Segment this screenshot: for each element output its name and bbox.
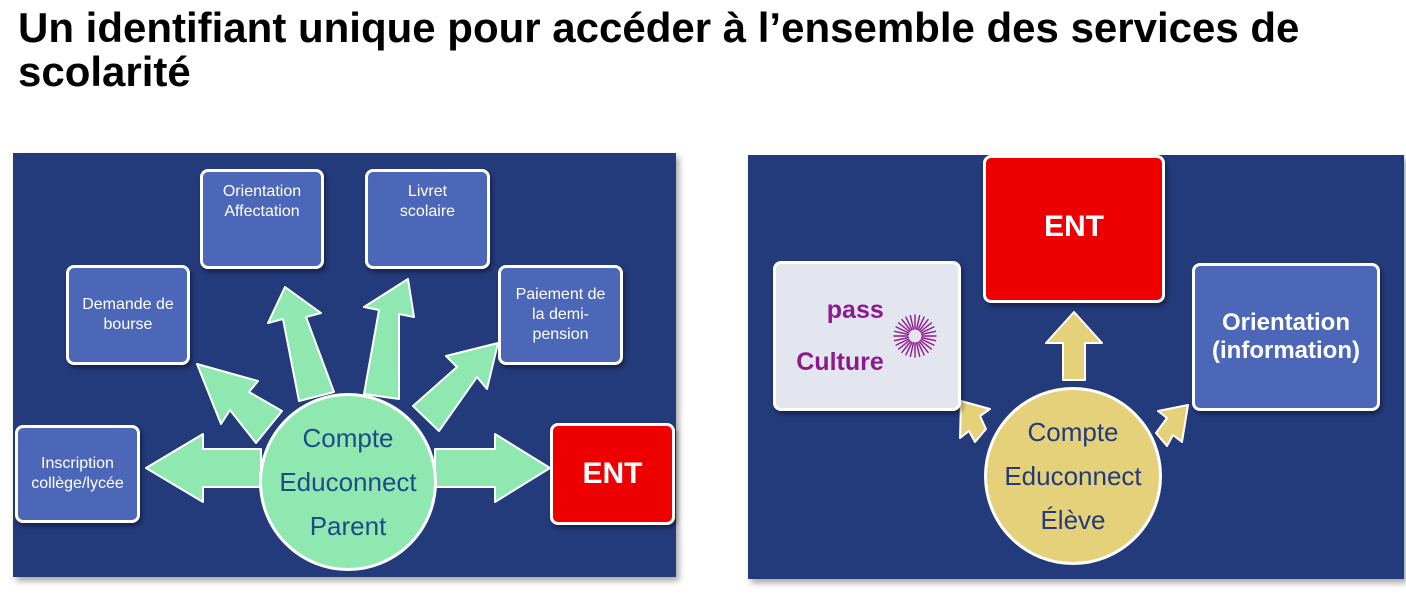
orientation-label: Orientation Affectation: [222, 183, 302, 220]
pass-culture-box: pass Culture: [773, 261, 961, 411]
page-title: Un identifiant unique pour accéder à l’e…: [18, 4, 1300, 95]
arrow-to-livret: [363, 278, 415, 400]
pass-culture-logo: pass Culture: [796, 271, 938, 401]
circle-line-2: Educonnect: [279, 467, 417, 497]
arrow-to-ent: [434, 433, 551, 503]
paiement-box: Paiement de la demi- pension: [498, 265, 623, 365]
livret-label: Livret scolaire: [399, 183, 456, 220]
arrow-to-orientation-eleve: [1155, 404, 1189, 447]
parent-diagram-panel: Inscription collège/lycée Demande de bou…: [13, 153, 676, 577]
arrow-to-ent-eleve: [1045, 311, 1103, 381]
ent-box-eleve: ENT: [983, 155, 1165, 303]
inscription-box: Inscription collège/lycée: [15, 425, 140, 523]
bourse-label: Demande de bourse: [82, 296, 174, 333]
arrow-to-bourse: [196, 363, 283, 444]
arrow-to-orientation: [267, 286, 335, 402]
arrow-to-paiement: [412, 342, 499, 432]
circle-line-3: Parent: [309, 511, 387, 541]
culture-word: Culture: [796, 348, 884, 376]
ent-label-parent: ENT: [582, 457, 643, 490]
inscription-label: Inscription collège/lycée: [31, 455, 124, 492]
circle-line-3: Élève: [1040, 505, 1106, 535]
circle-line-1: Compte: [302, 423, 394, 453]
orientation-label-eleve: Orientation (information): [1212, 309, 1360, 364]
eleve-arrows: [959, 311, 1189, 447]
parent-arrows: [145, 278, 551, 503]
sunburst-icon: [893, 314, 937, 358]
educonnect-eleve-circle: Compte Educonnect Élève: [984, 387, 1162, 565]
ent-box-parent: ENT: [550, 423, 675, 525]
paiement-label: Paiement de la demi- pension: [515, 286, 606, 343]
ent-label-eleve: ENT: [1044, 210, 1104, 243]
eleve-diagram-panel: ENT pass Culture Orientation (informatio…: [748, 155, 1404, 579]
educonnect-parent-circle: Compte Educonnect Parent: [259, 393, 437, 571]
orientation-box: Orientation Affectation: [200, 169, 324, 269]
bourse-box: Demande de bourse: [66, 265, 190, 365]
livret-box: Livret scolaire: [365, 169, 490, 269]
pass-word: pass: [826, 296, 884, 324]
arrow-to-inscription: [145, 433, 262, 503]
circle-line-2: Educonnect: [1004, 461, 1142, 491]
orientation-box-eleve: Orientation (information): [1192, 263, 1380, 411]
arrow-to-pass: [959, 400, 991, 443]
circle-line-1: Compte: [1027, 417, 1119, 447]
